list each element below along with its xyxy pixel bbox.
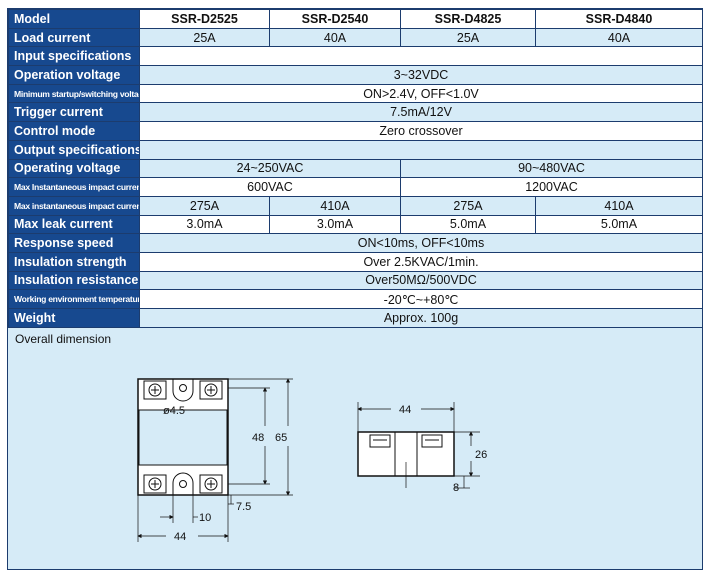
- side-view: 44 26 8: [357, 402, 487, 494]
- row-model: Model SSR-D2525 SSR-D2540 SSR-D4825 SSR-…: [8, 9, 703, 29]
- front-view: ø4.5 48 65 7.5: [137, 378, 293, 543]
- side-terminal-left-icon: [369, 434, 391, 448]
- model-2: SSR-D2540: [269, 9, 401, 29]
- side-height-label: 26: [475, 449, 487, 461]
- operation-voltage-value: 3~32VDC: [139, 65, 703, 85]
- output-specs-value: [139, 139, 703, 160]
- terminal-bottom-left-icon: [143, 474, 167, 494]
- mounting-hole-icon: [179, 384, 187, 392]
- label-max-leak: Max leak current: [8, 214, 140, 235]
- row-max-leak: Max leak current 3.0mA 3.0mA 5.0mA 5.0mA: [8, 214, 703, 235]
- weight-value: Approx. 100g: [139, 308, 703, 328]
- row-insulation-resistance: Insulation resistance Over50MΩ/500VDC: [8, 270, 703, 291]
- label-load-current: Load current: [8, 27, 140, 48]
- insulation-strength-value: Over 2.5KVAC/1min.: [139, 251, 703, 272]
- label-operation-voltage: Operation voltage: [8, 65, 140, 85]
- row-input-specs: Input specifications: [8, 46, 703, 67]
- row-weight: Weight Approx. 100g: [8, 308, 703, 328]
- row-working-temp: Working environment temperature -20℃~+80…: [8, 289, 703, 309]
- load-current-4: 40A: [535, 27, 703, 48]
- dimension-title: Overall dimension: [15, 332, 112, 346]
- max-leak-1: 3.0mA: [139, 214, 270, 235]
- terminal-top-right-icon: [199, 380, 223, 400]
- side-width-label: 44: [399, 404, 411, 416]
- working-temp-value: -20℃~+80℃: [139, 289, 703, 309]
- min-startup-value: ON>2.4V, OFF<1.0V: [139, 83, 703, 104]
- inner-height-label: 48: [252, 432, 264, 444]
- model-1: SSR-D2525: [139, 9, 270, 29]
- label-input-specs: Input specifications: [8, 46, 140, 67]
- spec-sheet: Model SSR-D2525 SSR-D2540 SSR-D4825 SSR-…: [7, 8, 703, 570]
- load-current-3: 25A: [400, 27, 536, 48]
- row-operating-voltage: Operating voltage 24~250VAC 90~480VAC: [8, 158, 703, 179]
- dimension-drawing: ø4.5 48 65 7.5: [137, 378, 487, 543]
- label-weight: Weight: [8, 308, 140, 328]
- spec-table: Model SSR-D2525 SSR-D2540 SSR-D4825 SSR-…: [8, 9, 703, 328]
- dimension-panel: Overall dimension: [8, 328, 702, 569]
- row-response-speed: Response speed ON<10ms, OFF<10ms: [8, 233, 703, 253]
- row-min-startup: Minimum startup/switching voltage ON>2.4…: [8, 83, 703, 104]
- label-max-impact-1: Max Instantaneous impact current: [8, 177, 140, 197]
- hole-diameter-label: ø4.5: [163, 405, 185, 417]
- label-output-specs: Output specifications: [8, 139, 140, 160]
- label-trigger-current: Trigger current: [8, 102, 140, 123]
- operating-voltage-high: 90~480VAC: [400, 158, 703, 179]
- row-load-current: Load current 25A 40A 25A 40A: [8, 27, 703, 48]
- max-impact-2-1: 275A: [139, 195, 270, 216]
- label-min-startup: Minimum startup/switching voltage: [8, 83, 140, 104]
- terminal-offset-label: 7.5: [236, 501, 251, 513]
- row-max-impact-2: Max instantaneous impact current 275A 41…: [8, 195, 703, 216]
- side-base-label: 8: [453, 482, 459, 494]
- row-insulation-strength: Insulation strength Over 2.5KVAC/1min.: [8, 251, 703, 272]
- max-leak-3: 5.0mA: [400, 214, 536, 235]
- insulation-resistance-value: Over50MΩ/500VDC: [139, 270, 703, 291]
- max-impact-2-2: 410A: [269, 195, 401, 216]
- max-impact-1-low: 600VAC: [139, 177, 401, 197]
- max-leak-2: 3.0mA: [269, 214, 401, 235]
- label-insulation-resistance: Insulation resistance: [8, 270, 140, 291]
- row-control-mode: Control mode Zero crossover: [8, 121, 703, 141]
- label-model: Model: [8, 9, 140, 29]
- front-label-area: [138, 409, 228, 466]
- load-current-2: 40A: [269, 27, 401, 48]
- mounting-slot-top-icon: [172, 379, 194, 402]
- front-width-label: 44: [174, 531, 186, 543]
- control-mode-value: Zero crossover: [139, 121, 703, 141]
- row-trigger-current: Trigger current 7.5mA/12V: [8, 102, 703, 123]
- row-max-impact-1: Max Instantaneous impact current 600VAC …: [8, 177, 703, 197]
- mounting-slot-bottom-icon: [172, 472, 194, 495]
- row-output-specs: Output specifications: [8, 139, 703, 160]
- trigger-current-value: 7.5mA/12V: [139, 102, 703, 123]
- model-3: SSR-D4825: [400, 9, 536, 29]
- label-response-speed: Response speed: [8, 233, 140, 253]
- operating-voltage-low: 24~250VAC: [139, 158, 401, 179]
- label-max-impact-2: Max instantaneous impact current: [8, 195, 140, 216]
- outer-height-label: 65: [275, 432, 287, 444]
- input-specs-value: [139, 46, 703, 67]
- row-operation-voltage: Operation voltage 3~32VDC: [8, 65, 703, 85]
- terminal-top-left-icon: [143, 380, 167, 400]
- max-impact-2-4: 410A: [535, 195, 703, 216]
- terminal-bottom-right-icon: [199, 474, 223, 494]
- side-terminal-right-icon: [421, 434, 443, 448]
- model-4: SSR-D4840: [535, 9, 703, 29]
- max-leak-4: 5.0mA: [535, 214, 703, 235]
- hole-spacing-label: 10: [199, 512, 211, 524]
- label-insulation-strength: Insulation strength: [8, 251, 140, 272]
- label-working-temp: Working environment temperature: [8, 289, 140, 309]
- max-impact-2-3: 275A: [400, 195, 536, 216]
- load-current-1: 25A: [139, 27, 270, 48]
- response-speed-value: ON<10ms, OFF<10ms: [139, 233, 703, 253]
- label-control-mode: Control mode: [8, 121, 140, 141]
- max-impact-1-high: 1200VAC: [400, 177, 703, 197]
- label-operating-voltage: Operating voltage: [8, 158, 140, 179]
